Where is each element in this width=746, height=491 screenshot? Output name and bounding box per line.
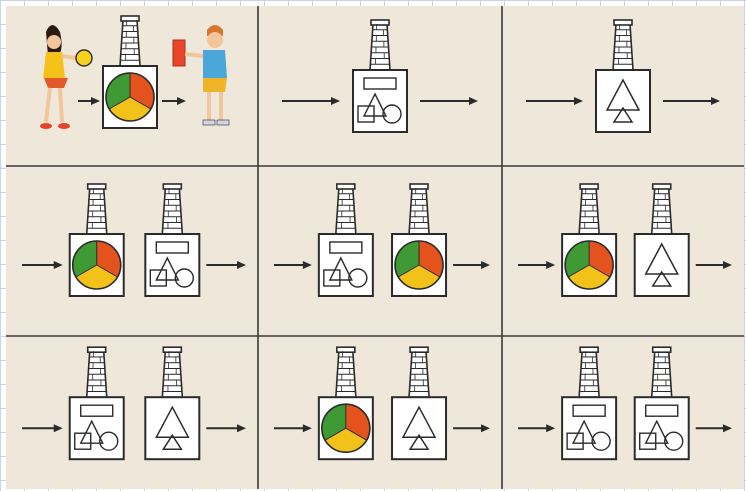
color-machine — [392, 184, 446, 296]
arrow-out — [696, 261, 732, 269]
shapes-machine — [70, 347, 124, 459]
arrow-out — [696, 424, 732, 432]
chimney — [87, 184, 107, 234]
arrow-in — [526, 97, 583, 105]
chimney — [336, 347, 356, 397]
chimney — [579, 347, 599, 397]
chimney — [87, 347, 107, 397]
arrow-out — [206, 424, 246, 432]
chimney — [409, 347, 429, 397]
arrow-out — [162, 97, 186, 105]
chimney — [613, 20, 633, 70]
boy-figure — [173, 25, 229, 125]
triangle-machine — [145, 347, 199, 459]
arrow-out — [206, 261, 246, 269]
chimney — [336, 184, 356, 234]
girl-figure — [40, 25, 92, 129]
chimney — [162, 184, 182, 234]
puzzle-cell — [518, 184, 732, 296]
chimney — [652, 184, 672, 234]
arrow-out — [420, 97, 478, 105]
arrow-out — [453, 424, 490, 432]
arrow-in — [22, 261, 63, 269]
color-machine — [319, 347, 373, 459]
shapes-machine — [635, 347, 689, 459]
puzzle-cell — [274, 184, 490, 296]
puzzle-cell — [22, 184, 246, 296]
chimney — [579, 184, 599, 234]
arrow-in — [274, 424, 312, 432]
puzzle-cell — [526, 20, 720, 132]
triangle-machine — [596, 20, 650, 132]
chimney — [652, 347, 672, 397]
triangle-machine — [635, 184, 689, 296]
shapes-machine — [353, 20, 407, 132]
machine-box — [70, 397, 124, 459]
puzzle-cell — [282, 20, 478, 132]
puzzle-cell — [518, 347, 732, 459]
triangle-machine — [392, 347, 446, 459]
machine-box — [562, 397, 616, 459]
shapes-machine — [145, 184, 199, 296]
color-machine — [70, 184, 124, 296]
shapes-machine — [319, 184, 373, 296]
machine-box — [635, 397, 689, 459]
yellow-disc — [76, 50, 92, 66]
arrow-in — [518, 261, 555, 269]
chimney — [162, 347, 182, 397]
machine-box — [319, 234, 373, 296]
chimney — [409, 184, 429, 234]
machine-puzzle-grid — [6, 6, 744, 489]
red-block — [173, 40, 185, 66]
puzzle-cell — [22, 347, 246, 459]
machine-box — [145, 234, 199, 296]
arrow-in — [282, 97, 340, 105]
arrow-in — [22, 424, 63, 432]
puzzle-cell — [40, 16, 229, 129]
chimney — [370, 20, 390, 70]
puzzle-cell — [274, 347, 490, 459]
arrow-in — [78, 97, 100, 105]
worksheet-page — [6, 6, 744, 489]
arrow-in — [518, 424, 555, 432]
color-machine — [103, 16, 157, 128]
arrow-out — [453, 261, 490, 269]
arrow-in — [274, 261, 312, 269]
arrow-out — [663, 97, 720, 105]
color-machine — [562, 184, 616, 296]
shapes-machine — [562, 347, 616, 459]
chimney — [120, 16, 140, 66]
